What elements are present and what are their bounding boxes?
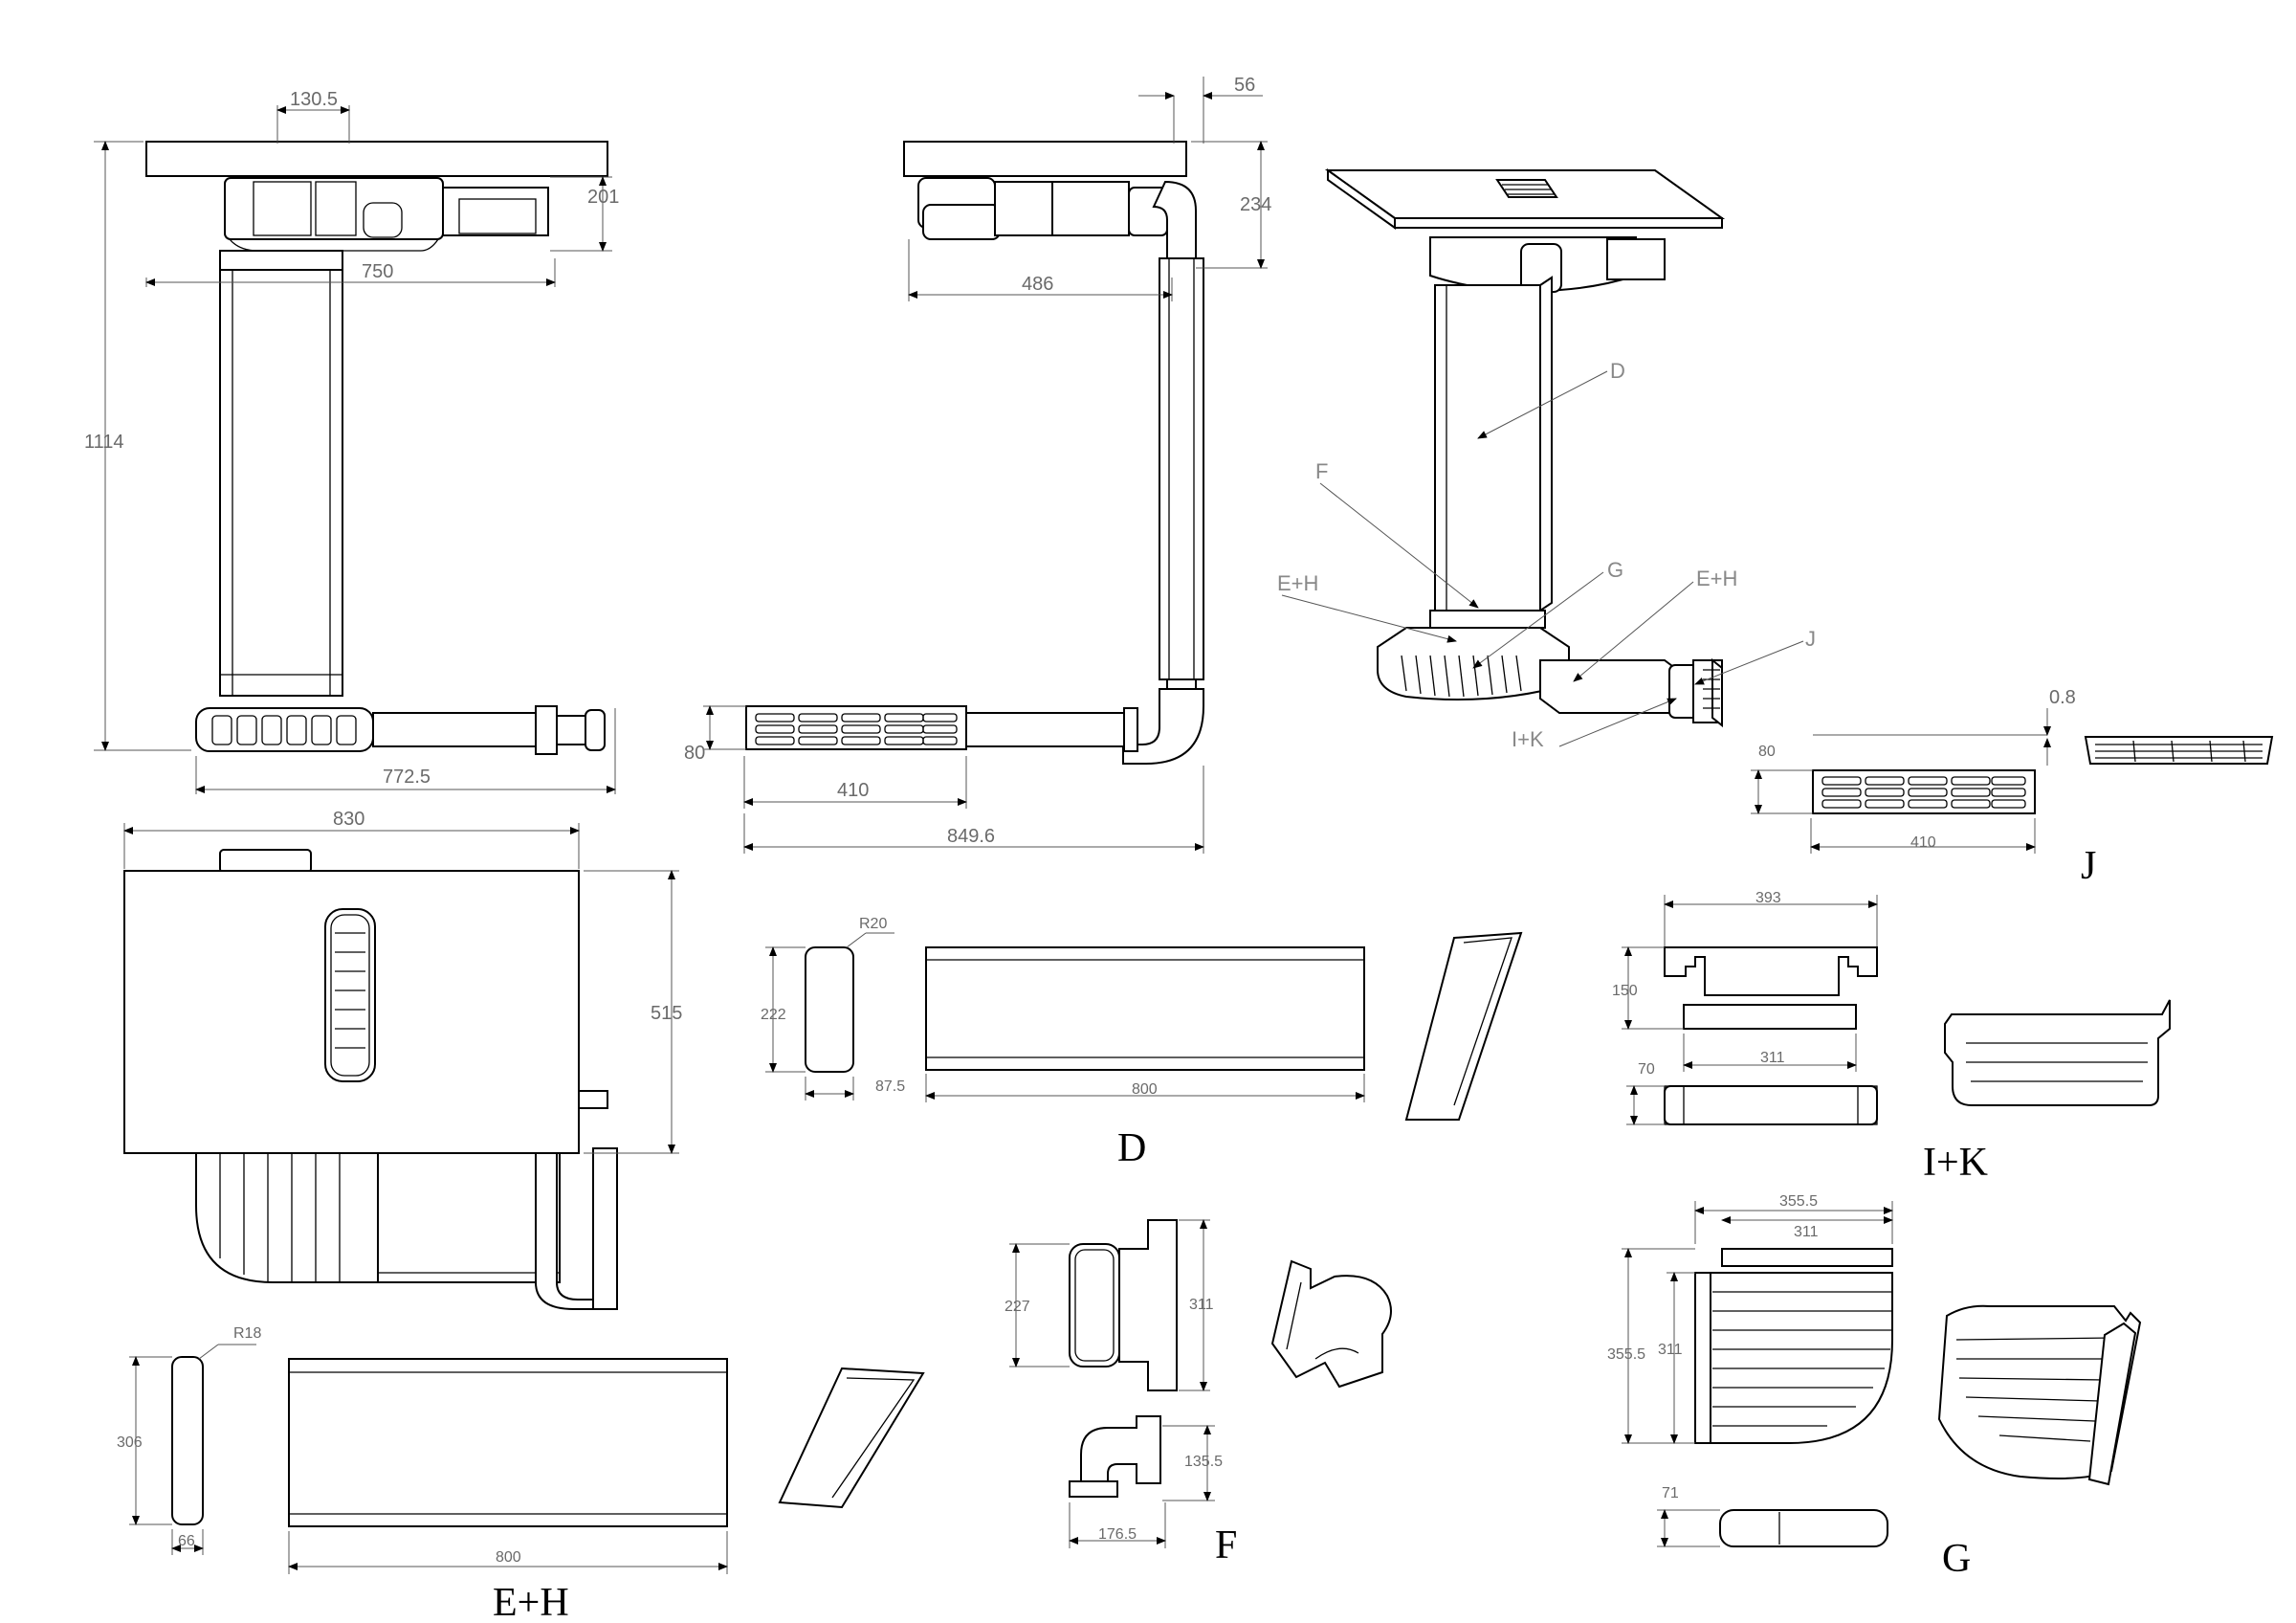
f-side [1118, 1219, 1178, 1391]
dim-f-height2: 311 [1189, 1297, 1214, 1313]
side-elevation-view: 130.5 201 750 1114 772.5 [84, 89, 619, 794]
dim-d-width: 87.5 [875, 1078, 905, 1095]
dim-iso-thickness: 0.8 [2049, 687, 2076, 708]
dim-d-height: 222 [761, 1007, 786, 1023]
eh-profile [171, 1356, 204, 1525]
ik-bottom [1664, 1085, 1878, 1125]
caption-f: F [1215, 1523, 1237, 1567]
front-elbow [1122, 688, 1204, 765]
callout-ik: I+K [1512, 727, 1544, 751]
part-f-elbow: 227 311 135.5 176.5 F [1004, 1219, 1392, 1567]
dim-ik-inner: 311 [1760, 1050, 1785, 1066]
dim-d-radius: R20 [859, 916, 887, 932]
dim-d-length: 800 [1132, 1081, 1158, 1098]
caption-g: G [1942, 1537, 1971, 1581]
caption-d: D [1117, 1126, 1146, 1170]
isometric-view: D F E+H G E+H J I+K [1277, 168, 1816, 751]
plan-view: 830 515 [123, 809, 682, 1310]
dim-ik-top: 393 [1755, 890, 1781, 906]
dim-f-width: 176.5 [1098, 1526, 1137, 1543]
front-elevation-view: 56 234 486 80 410 849.6 [684, 75, 1271, 854]
dim-side-bottom: 772.5 [383, 767, 430, 788]
callout-g: G [1607, 558, 1623, 582]
cooktop-glass [145, 141, 608, 177]
dim-front-total: 849.6 [947, 826, 995, 847]
dim-eh-height: 306 [117, 1434, 143, 1451]
j-grille-iso [2084, 736, 2274, 765]
part-j-grille: 0.8 80 410 J [1751, 687, 2274, 888]
g-plan [1710, 1272, 1893, 1444]
dim-front-grille-width: 410 [837, 780, 869, 801]
dim-j-width: 410 [1910, 834, 1936, 851]
callout-f: F [1315, 459, 1328, 483]
g-end [1719, 1509, 1888, 1547]
d-profile [805, 946, 854, 1073]
dim-side-total-height: 1114 [84, 432, 124, 453]
d-iso [1404, 931, 1523, 1121]
callout-eh-1: E+H [1277, 571, 1318, 595]
dim-front-width: 486 [1022, 274, 1053, 295]
dim-g-small: 71 [1662, 1485, 1679, 1501]
f-profile [1069, 1243, 1120, 1367]
f-iso [1270, 1259, 1392, 1389]
control-box [442, 187, 549, 236]
callout-eh-2: E+H [1696, 567, 1737, 590]
part-eh-duct: R18 306 66 800 E+H [117, 1325, 925, 1623]
dim-g-side-outer: 355.5 [1607, 1346, 1645, 1363]
ik-iso [1944, 999, 2171, 1106]
callout-d: D [1610, 359, 1625, 383]
f-elbow-side [1080, 1415, 1161, 1494]
dim-front-offset: 56 [1234, 75, 1255, 96]
eh-side [288, 1358, 728, 1527]
part-ik-adapter: 393 150 311 70 I+K [1612, 890, 2171, 1185]
dim-f-height1: 227 [1004, 1299, 1030, 1315]
dim-side-width-top: 130.5 [290, 89, 338, 110]
caption-eh: E+H [493, 1581, 569, 1623]
part-g-bend: 355.5 311 355.5 311 71 G [1607, 1193, 2142, 1581]
front-grille [745, 705, 967, 750]
iso-vertical-duct [1434, 284, 1541, 611]
callout-j: J [1805, 627, 1816, 651]
caption-ik: I+K [1923, 1141, 1988, 1185]
d-side [925, 946, 1365, 1071]
caption-j: J [2081, 844, 2096, 888]
plan-elbow [195, 1152, 379, 1283]
dim-eh-width: 66 [178, 1533, 195, 1549]
dim-side-height-top: 201 [587, 187, 619, 208]
dim-ik-height: 150 [1612, 983, 1638, 999]
plan-duct [377, 1152, 561, 1283]
dim-j-height: 80 [1758, 744, 1776, 760]
dim-g-side-inner: 311 [1658, 1342, 1683, 1358]
ik-front [1664, 946, 1878, 996]
dim-eh-radius: R18 [233, 1325, 261, 1342]
g-iso [1937, 1304, 2142, 1479]
vertical-duct [219, 269, 343, 697]
horizontal-duct [372, 712, 537, 747]
dim-front-grille-height: 80 [684, 743, 705, 764]
dim-g-outer: 355.5 [1779, 1193, 1818, 1210]
dim-plan-depth: 515 [651, 1003, 682, 1024]
part-d-duct: R20 222 87.5 800 D [761, 916, 1523, 1170]
dim-side-width: 750 [362, 261, 393, 282]
plan-vent [324, 908, 376, 1082]
eh-iso [778, 1367, 925, 1509]
dim-ik-small: 70 [1638, 1061, 1655, 1078]
dim-front-height: 234 [1240, 194, 1271, 215]
dim-g-inner: 311 [1794, 1224, 1819, 1240]
motor-housing [224, 177, 444, 240]
iso-horizontal-duct [1539, 659, 1685, 714]
dim-eh-length: 800 [496, 1549, 521, 1566]
dim-f-height3: 135.5 [1184, 1454, 1223, 1470]
front-cooktop [903, 141, 1187, 177]
dim-plan-width: 830 [333, 809, 364, 830]
